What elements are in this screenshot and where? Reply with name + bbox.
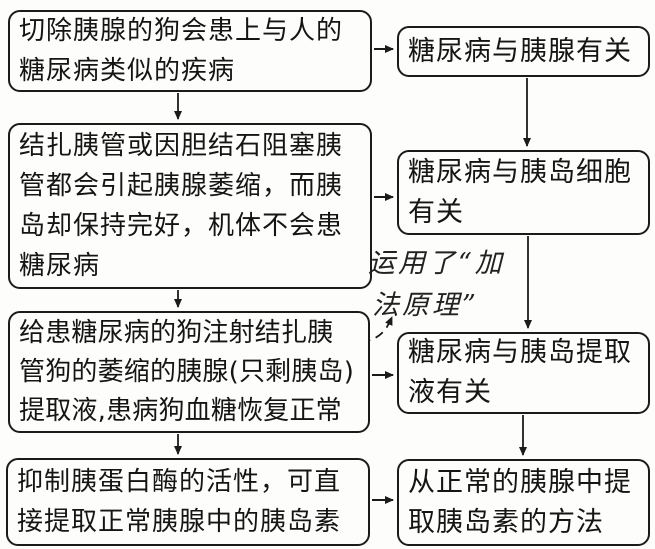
annotation-line: 法原理” (372, 290, 479, 321)
box-text-line: 取胰岛素的方法 (408, 506, 604, 538)
annotation-addition-principle: 运用了“加 法原理” (368, 243, 518, 327)
box-text-line: 从正常的胰腺中提 (408, 466, 632, 498)
conclusion-box-4: 从正常的胰腺中提 取胰岛素的方法 (397, 459, 650, 546)
experiment-box-3: 给患糖尿病的狗注射结扎胰 管狗的萎缩的胰腺(只剩胰岛) 提取液,患病狗血糖恢复正… (8, 311, 370, 433)
box-text-line: 给患糖尿病的狗注射结扎胰 (19, 317, 334, 348)
box-text-line: 接提取正常胰腺中的胰岛素 (17, 507, 342, 537)
box-text-line: 提取液,患病狗血糖恢复正常 (19, 395, 342, 426)
conclusion-box-1: 糖尿病与胰腺有关 (397, 26, 650, 77)
box-text-line: 糖尿病与胰岛细胞 (408, 156, 632, 188)
box-text-line: 切除胰腺的狗会患上与人的 (19, 16, 344, 46)
box-text-line: 糖尿病与胰腺有关 (408, 35, 632, 67)
box-text-line: 糖尿病 (19, 251, 101, 281)
experiment-box-2: 结扎胰管或因胆结石阻塞胰 管都会引起胰腺萎缩，而胰 岛却保持完好，机体不会患 糖… (8, 123, 372, 289)
box-text-line: 管狗的萎缩的胰腺(只剩胰岛) (19, 356, 355, 387)
box-text-line: 液有关 (408, 377, 492, 408)
conclusion-box-2: 糖尿病与胰岛细胞 有关 (397, 150, 650, 235)
experiment-box-4: 抑制胰蛋白酶的活性，可直 接提取正常胰腺中的胰岛素 (6, 458, 370, 546)
box-text-line: 岛却保持完好，机体不会患 (19, 211, 344, 241)
box-text-line: 糖尿病与胰岛提取 (408, 337, 632, 368)
box-text-line: 糖尿病类似的疾病 (19, 56, 236, 86)
conclusion-box-3: 糖尿病与胰岛提取 液有关 (397, 332, 650, 414)
box-text-line: 有关 (408, 196, 464, 228)
box-text-line: 抑制胰蛋白酶的活性，可直 (17, 467, 342, 497)
annotation-line: 运用了“加 (368, 248, 505, 279)
box-text-line: 结扎胰管或因胆结石阻塞胰 (19, 131, 344, 161)
experiment-box-1: 切除胰腺的狗会患上与人的 糖尿病类似的疾病 (8, 10, 372, 92)
box-text-line: 管都会引起胰腺萎缩，而胰 (19, 171, 344, 201)
